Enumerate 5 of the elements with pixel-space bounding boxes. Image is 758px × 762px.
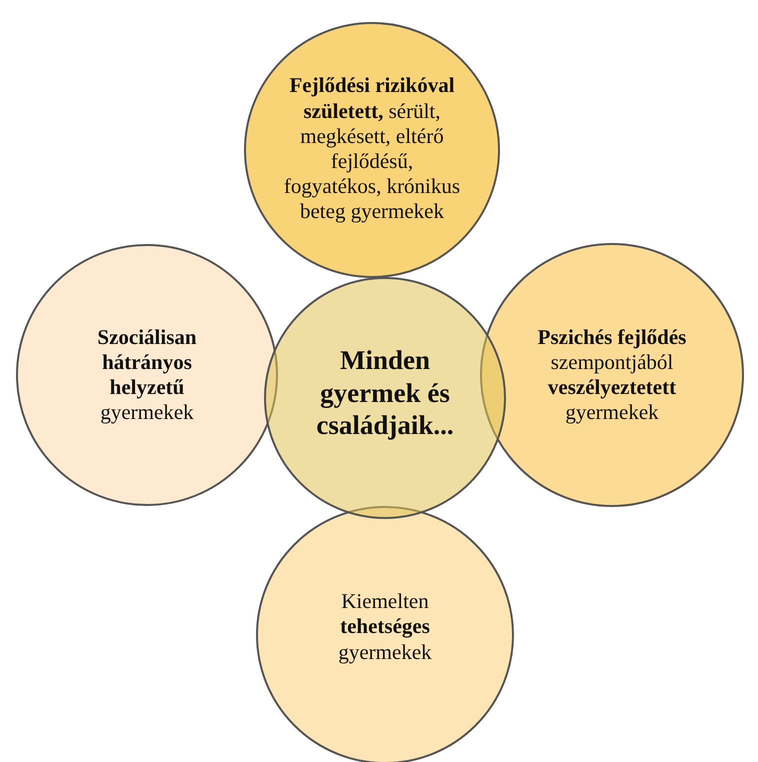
circle-label: Szociálisan hátrányos helyzetű gyermekek xyxy=(96,324,198,426)
circle-label: Kiemelten tehetséges gyermekek xyxy=(337,589,433,665)
circle-label: Pszichés fejlődés szempontjából veszélyeztetett gyermekek xyxy=(536,324,688,426)
circle-label: Minden gyermek és családjaik... xyxy=(315,344,455,442)
circle-label: Fejlődési rizikóval született, sérült, megkésett, eltérő fejlődésű, fogyatékos, krónikus beteg gyermekek xyxy=(282,73,462,225)
